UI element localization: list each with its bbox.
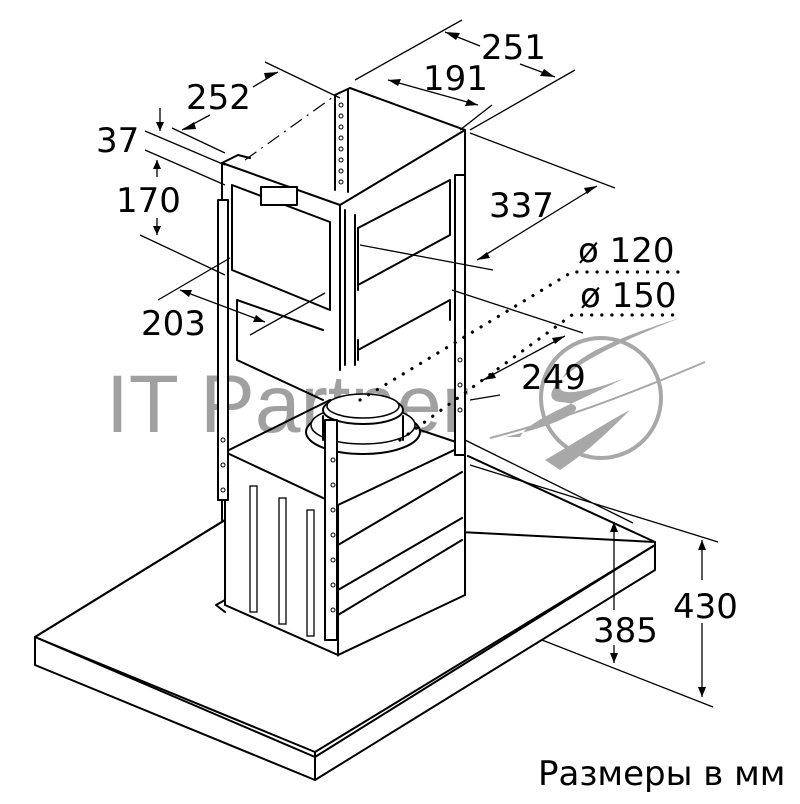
dim-252: 252 (186, 78, 251, 118)
dim-249: 249 (521, 358, 586, 398)
mounting-holes (220, 102, 463, 613)
units-caption: Размеры в мм (538, 754, 785, 794)
dim-191: 191 (423, 59, 488, 99)
dim-430: 430 (673, 587, 738, 627)
dim-170: 170 (116, 181, 181, 221)
watermark: IT Partner (106, 318, 706, 470)
dim-385: 385 (593, 611, 658, 651)
dim-dia-120: ø 120 (578, 231, 675, 271)
dim-203: 203 (141, 304, 206, 344)
watermark-logo-icon (489, 318, 706, 470)
dim-251: 251 (481, 28, 546, 68)
dimension-lines (139, 19, 719, 708)
dim-dia-150: ø 150 (580, 276, 677, 316)
dim-37: 37 (96, 121, 139, 161)
dimension-labels: 251 191 252 37 170 203 337 ø 120 ø 150 2… (96, 28, 738, 651)
dim-337: 337 (489, 186, 554, 226)
motor-housing (215, 399, 466, 657)
